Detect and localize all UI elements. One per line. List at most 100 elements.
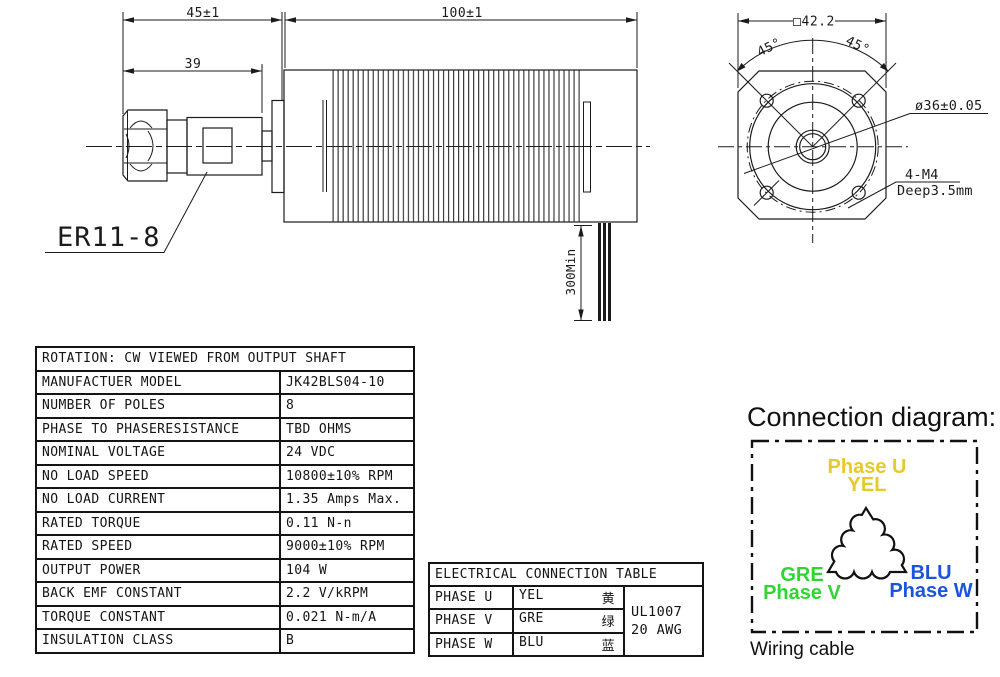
- electrical-connection-table: ELECTRICAL CONNECTION TABLE PHASE U YEL …: [428, 561, 704, 657]
- spec-label-cell: RATED SPEED: [35, 534, 281, 560]
- phase-w-label: BLU Phase W: [877, 562, 985, 602]
- spec-value-cell: 24 VDC: [278, 440, 416, 466]
- elec-row: PHASE W BLU 蓝: [428, 631, 703, 657]
- holes-callout-line2: Deep3.5mm: [897, 183, 973, 199]
- collet-nut: [122, 109, 168, 182]
- wire-color-code: GRE: [519, 611, 544, 627]
- spec-table: ROTATION: CW VIEWED FROM OUTPUT SHAFT MA…: [34, 346, 416, 654]
- spec-label-cell: OUTPUT POWER: [35, 557, 281, 583]
- dim-39-label: 39: [185, 57, 202, 72]
- cable-spec-cell: UL1007 20 AWG: [623, 585, 704, 657]
- elec-row: PHASE U YEL 黄 UL1007 20 AWG: [428, 585, 704, 657]
- phase-v-code: GRE: [780, 564, 824, 586]
- front-centerlines: [718, 38, 908, 243]
- phase-u-name: Phase U: [827, 456, 907, 478]
- wire-color-cell: GRE 绿: [512, 608, 625, 634]
- spec-label-cell: NO LOAD SPEED: [35, 463, 281, 489]
- spec-value-cell: 2.2 V/kRPM: [278, 581, 416, 607]
- phase-w-code: BLU: [910, 562, 952, 584]
- front-view: 45° 45° □42.2 ø36±0.05 4-M4 Deep3.5mm: [718, 13, 988, 243]
- dim-flange: □42.2: [737, 13, 887, 88]
- spec-label-cell: RATED TORQUE: [35, 510, 281, 536]
- spec-value-cell: B: [278, 628, 416, 654]
- elec-row: PHASE V GRE 绿: [428, 608, 703, 634]
- side-view: 45±1 39 100±1 300Min: [45, 6, 650, 321]
- technical-drawing: 45±1 39 100±1 300Min: [45, 6, 988, 321]
- wire-color-cn: 黄: [601, 592, 615, 608]
- spec-value-cell: TBD OHMS: [278, 416, 416, 442]
- dim-100: 100±1: [284, 6, 638, 68]
- spec-value-cell: 0.11 N-n: [278, 510, 416, 536]
- dim-45-label: 45±1: [186, 6, 219, 21]
- spec-title-row: ROTATION: CW VIEWED FROM OUTPUT SHAFT: [34, 346, 416, 372]
- spec-value-cell: 9000±10% RPM: [278, 534, 416, 560]
- dim-39: 39: [123, 57, 263, 113]
- spec-label-cell: NO LOAD CURRENT: [35, 487, 281, 513]
- dim-45: 45±1: [122, 6, 283, 114]
- spec-title-cell: ROTATION: CW VIEWED FROM OUTPUT SHAFT: [34, 346, 416, 372]
- collet-callout-label: ER11-8: [57, 222, 161, 253]
- motor-wires: [598, 223, 611, 321]
- spec-label-cell: INSULATION CLASS: [35, 628, 281, 654]
- spec-value-cell: 104 W: [278, 557, 416, 583]
- spec-label-cell: NUMBER OF POLES: [35, 393, 281, 419]
- phase-cell: PHASE U: [428, 585, 514, 611]
- spec-value-cell: 1.35 Amps Max.: [278, 487, 416, 513]
- wire-color-code: YEL: [519, 588, 544, 604]
- wire-color-code: BLU: [519, 634, 544, 650]
- mounting-holes: [753, 93, 866, 206]
- wire-color-cn: 蓝: [601, 638, 615, 654]
- pilot-callout: ø36±0.05: [743, 98, 988, 174]
- phase-v-name: Phase V: [763, 582, 841, 604]
- spec-value-cell: 10800±10% RPM: [278, 463, 416, 489]
- wire-color-cell: BLU 蓝: [512, 631, 625, 657]
- motor-body: [271, 69, 638, 223]
- elec-title-row: ELECTRICAL CONNECTION TABLE: [428, 561, 704, 588]
- phase-u-code: YEL: [847, 474, 887, 496]
- dim-300min: 300Min: [563, 225, 592, 321]
- wiring-cable-box: [750, 439, 979, 634]
- angle-right-label: 45°: [843, 34, 872, 58]
- spec-label-cell: TORQUE CONSTANT: [35, 604, 281, 630]
- phase-w-name: Phase W: [889, 580, 973, 602]
- spec-label-cell: BACK EMF CONSTANT: [35, 581, 281, 607]
- spec-label-cell: MANUFACTUER MODEL: [35, 369, 281, 395]
- phase-u-label: Phase U YEL: [812, 456, 922, 496]
- spec-value-cell: 8: [278, 393, 416, 419]
- wire-color-cell: YEL 黄: [512, 585, 625, 611]
- spec-value-cell: 0.021 N-m/A: [278, 604, 416, 630]
- spec-label-cell: NOMINAL VOLTAGE: [35, 440, 281, 466]
- cable-spec-line1: UL1007: [631, 603, 683, 620]
- wire-color-cn: 绿: [601, 615, 615, 631]
- collet-callout: ER11-8: [45, 171, 208, 253]
- connection-diagram-drawing: [750, 439, 979, 634]
- dim-100-label: 100±1: [441, 6, 483, 21]
- connection-diagram-title: Connection diagram:: [747, 402, 997, 432]
- phase-v-label: GRE Phase V: [748, 564, 856, 604]
- delta-winding-symbol: [826, 505, 908, 580]
- wiring-cable-caption: Wiring cable: [750, 639, 855, 660]
- phase-cell: PHASE V: [428, 608, 514, 634]
- holes-callout: 4-M4 Deep3.5mm: [847, 167, 973, 209]
- pilot-callout-label: ø36±0.05: [915, 98, 982, 114]
- holes-callout-line1: 4-M4: [905, 167, 939, 183]
- dim-cable-label: 300Min: [563, 249, 578, 296]
- cable-spec-line2: 20 AWG: [631, 621, 683, 638]
- elec-title-cell: ELECTRICAL CONNECTION TABLE: [428, 561, 704, 588]
- spec-value-cell: JK42BLS04-10: [278, 369, 416, 395]
- spec-label-cell: PHASE TO PHASERESISTANCE: [35, 416, 281, 442]
- angle-left-label: 45°: [755, 36, 784, 60]
- dim-flange-label: □42.2: [793, 15, 835, 30]
